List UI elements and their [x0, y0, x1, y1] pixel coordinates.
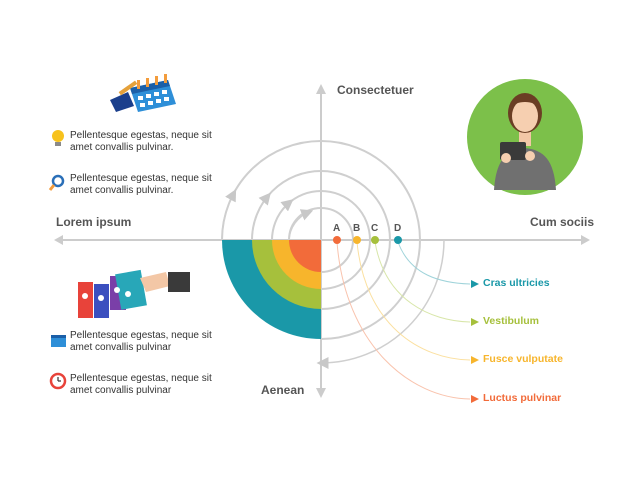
- calendar-small-icon: [51, 335, 66, 347]
- legend-arrow-3: [471, 356, 479, 364]
- note-3-line2: amet convallis pulvinar: [70, 342, 172, 353]
- ring-dot-c: [371, 236, 379, 244]
- axis-label-left: Lorem ipsum: [56, 215, 132, 229]
- note-2-line2: amet convallis pulvinar.: [70, 185, 174, 196]
- note-1-line1: Pellentesque egestas, neque sit: [70, 130, 212, 141]
- note-1: Pellentesque egestas, neque sit amet con…: [70, 130, 245, 154]
- connector-c: [374, 241, 471, 323]
- note-2: Pellentesque egestas, neque sit amet con…: [70, 173, 245, 197]
- alarm-clock-icon: [49, 372, 67, 390]
- axis-label-top: Consectetuer: [337, 83, 414, 97]
- note-3-line1: Pellentesque egestas, neque sit: [70, 330, 212, 341]
- magnifier-icon: [48, 174, 65, 191]
- note-2-line1: Pellentesque egestas, neque sit: [70, 173, 212, 184]
- axis-arrow-bottom: [316, 388, 326, 398]
- binders-illustration-icon: [78, 269, 190, 318]
- ring-letter-a: A: [333, 223, 341, 234]
- calendar-illustration-icon: [110, 74, 176, 112]
- ring-dot-d: [394, 236, 402, 244]
- spiral-arrow-2: [271, 199, 294, 241]
- spiral-arrow-4: [221, 189, 237, 241]
- legend-item-3: Fusce vulputate: [483, 353, 563, 365]
- axis-arrow-top: [316, 84, 326, 94]
- legend-item-2: Vestibulum: [483, 315, 540, 327]
- axis-arrow-right: [581, 235, 590, 245]
- legend-arrow-1: [471, 280, 479, 288]
- connector-a: [336, 241, 471, 400]
- note-3: Pellentesque egestas, neque sit amet con…: [70, 330, 245, 354]
- ring-dot-b: [353, 236, 361, 244]
- note-4: Pellentesque egestas, neque sit amet con…: [70, 373, 245, 397]
- spiral-arrow-1: [288, 209, 314, 241]
- ring-arc-a: [288, 207, 354, 273]
- axis-label-bottom: Aenean: [261, 383, 305, 397]
- spiral-arrow-3: [251, 192, 271, 241]
- wedge-a: [289, 240, 321, 272]
- note-4-line1: Pellentesque egestas, neque sit: [70, 373, 212, 384]
- ring-letter-b: B: [353, 223, 361, 234]
- legend-arrow-2: [471, 318, 479, 326]
- legend-item-1: Cras ultricies: [483, 277, 550, 289]
- spiral-arrow-outer: [316, 239, 445, 369]
- legend-arrow-4: [471, 395, 479, 403]
- avatar: [467, 79, 583, 195]
- ring-arc-d: [221, 140, 421, 340]
- connector-b: [356, 241, 471, 361]
- ring-letter-c: C: [371, 223, 379, 234]
- ring-dot-a: [333, 236, 341, 244]
- legend-item-4: Luctus pulvinar: [483, 392, 562, 404]
- note-1-line2: amet convallis pulvinar.: [70, 142, 174, 153]
- ring-letter-d: D: [394, 223, 402, 234]
- connector-d: [397, 241, 471, 285]
- axis-label-right: Cum sociis: [530, 215, 595, 229]
- axis-arrow-left: [54, 235, 63, 245]
- note-4-line2: amet convallis pulvinar: [70, 385, 172, 396]
- lightbulb-icon: [52, 130, 64, 146]
